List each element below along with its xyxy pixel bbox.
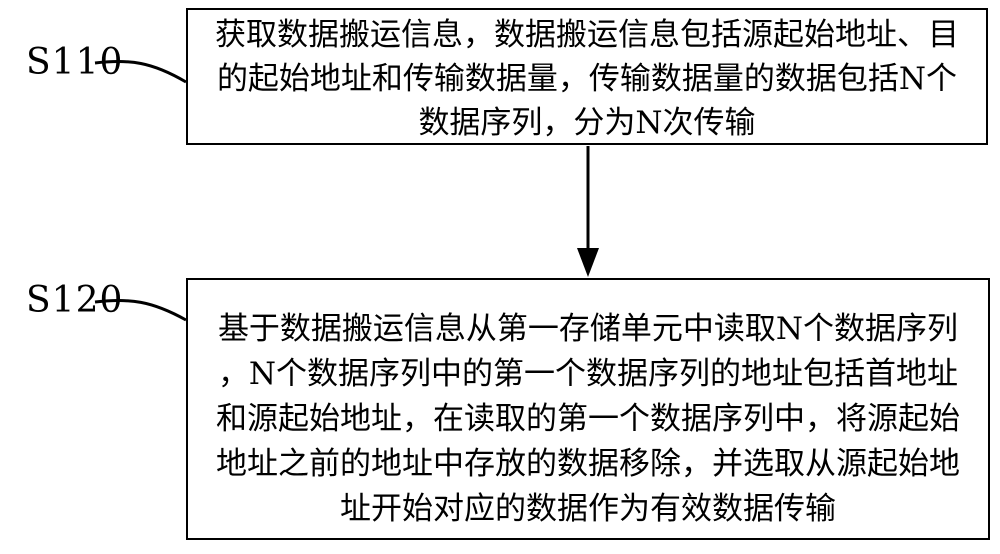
step-text-line: 获取数据搬运信息，数据搬运信息包括源起始地址、目 (215, 17, 959, 53)
step-text-line: 和源起始地址，在读取的第一个数据序列中，将源起始 (216, 401, 960, 437)
step-box-s110: 获取数据搬运信息，数据搬运信息包括源起始地址、目 的起始地址和传输数据量，传输数… (186, 8, 988, 145)
step-text-line: ，N个数据序列中的第一个数据序列的地址包括首地址 (217, 356, 959, 392)
step-text-line: 基于数据搬运信息从第一存储单元中读取N个数据序列 (217, 311, 959, 347)
down-arrow-head (577, 248, 599, 277)
step-box-s120: 基于数据搬运信息从第一存储单元中读取N个数据序列 ，N个数据序列中的第一个数据序… (186, 278, 990, 540)
step-label-s120: S120 (26, 280, 124, 321)
step-text-line: 地址之前的地址中存放的数据移除，并选取从源起始地 (216, 446, 960, 482)
step-label-s110: S110 (26, 42, 124, 83)
step-text-line: 址开始对应的数据作为有效数据传输 (340, 491, 836, 527)
step-text-line: 数据序列，分为N次传输 (418, 105, 756, 141)
step-text-line: 的起始地址和传输数据量，传输数据量的数据包括N个 (216, 61, 958, 97)
